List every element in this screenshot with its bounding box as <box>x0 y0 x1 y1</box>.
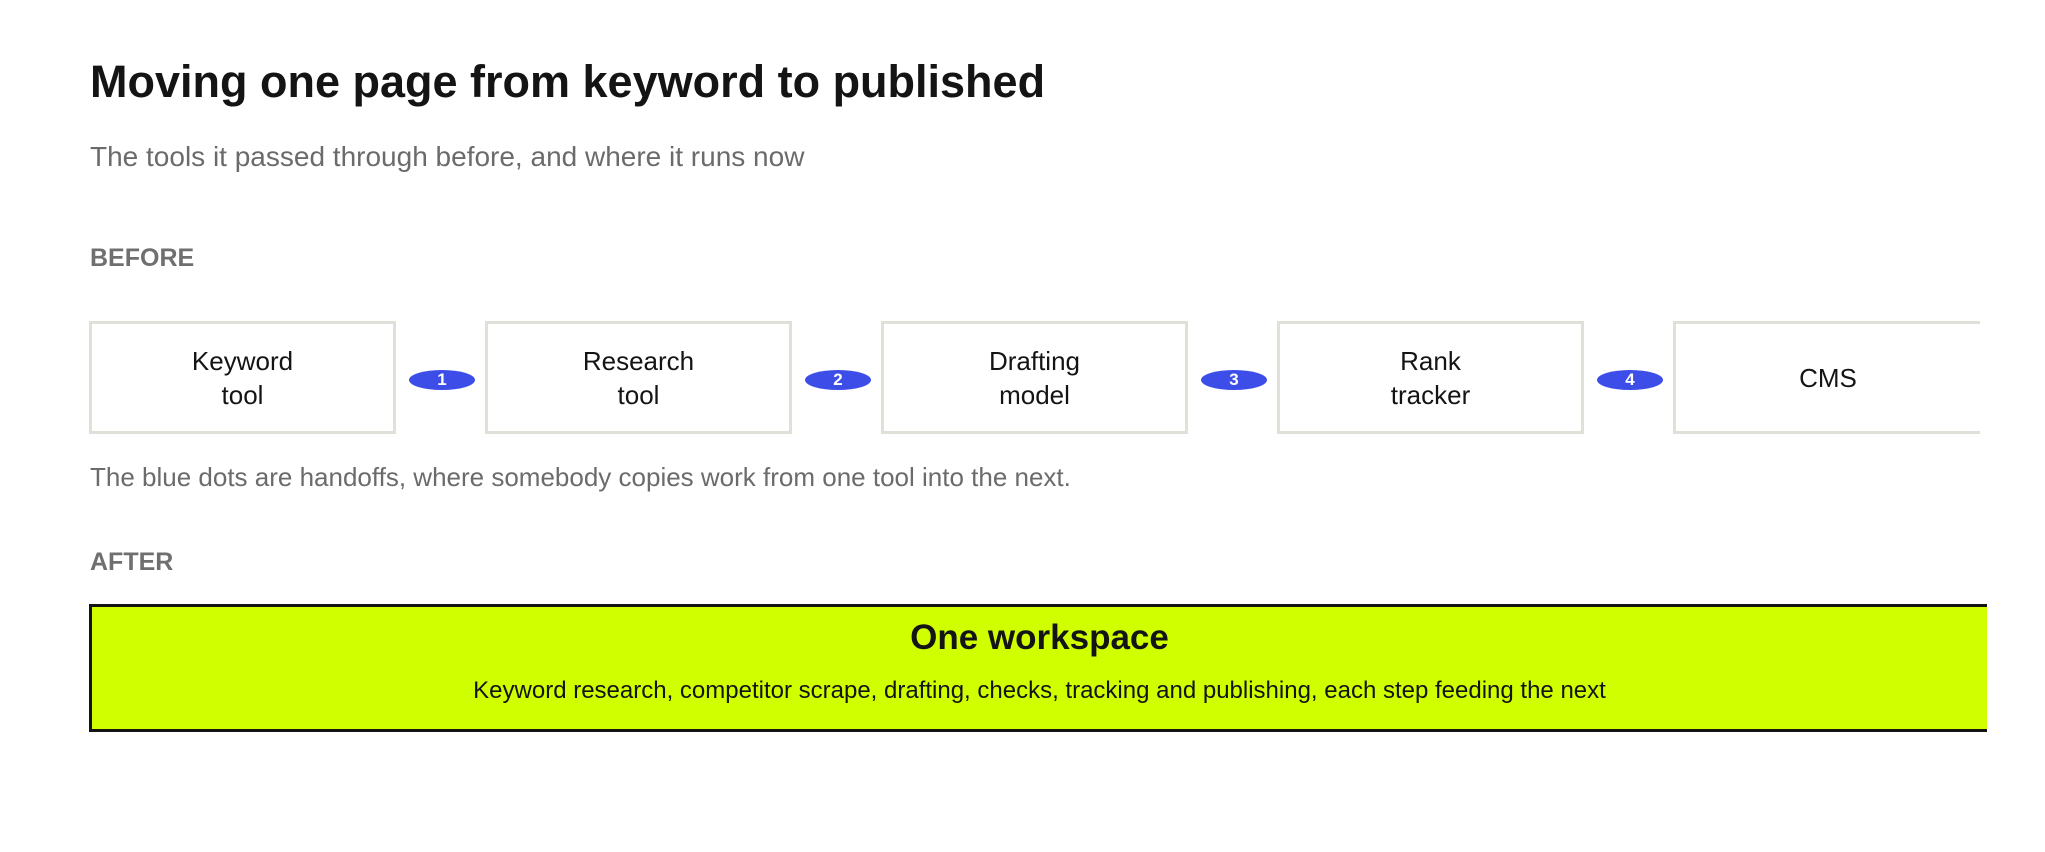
handoff-dot-1: 1 <box>409 370 475 390</box>
tool-label: Keyword tool <box>191 345 294 410</box>
tool-box-rank-tracker: Rank tracker <box>1277 321 1584 434</box>
tool-label: Drafting model <box>988 345 1081 410</box>
tool-box-cms: CMS <box>1673 321 1980 434</box>
handoff-note: The blue dots are handoffs, where somebo… <box>90 462 1071 492</box>
before-section-label: BEFORE <box>90 244 195 272</box>
workspace-title: One workspace <box>910 618 1169 657</box>
after-section-label: AFTER <box>90 548 174 576</box>
handoff-dot-4: 4 <box>1597 370 1663 390</box>
tool-label: Research tool <box>582 345 695 410</box>
tool-box-keyword-tool: Keyword tool <box>89 321 396 434</box>
handoff-dot-2: 2 <box>805 370 871 390</box>
handoff-dot-3: 3 <box>1201 370 1267 390</box>
workspace-box: One workspace Keyword research, competit… <box>89 604 1987 732</box>
tool-box-drafting-model: Drafting model <box>881 321 1188 434</box>
tool-label: Rank tracker <box>1390 345 1471 410</box>
tool-label: CMS <box>1799 362 1857 393</box>
page-subtitle: The tools it passed through before, and … <box>90 141 805 172</box>
page-title: Moving one page from keyword to publishe… <box>90 56 1046 107</box>
workspace-description: Keyword research, competitor scrape, dra… <box>473 677 1606 704</box>
tool-box-research-tool: Research tool <box>485 321 792 434</box>
